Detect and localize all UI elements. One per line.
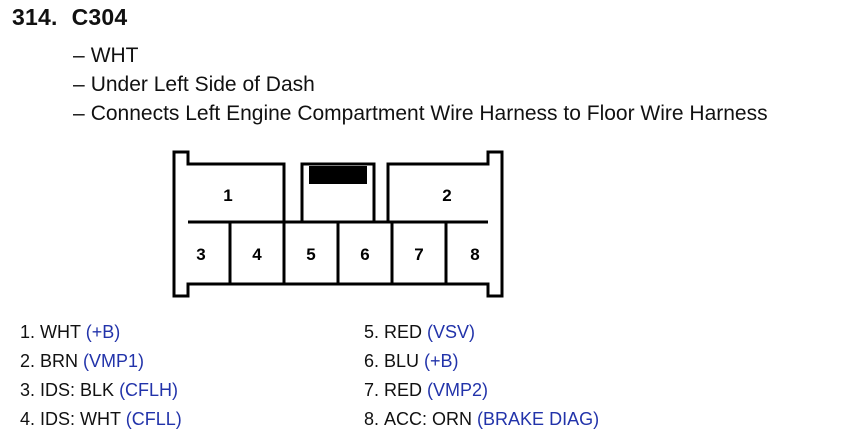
pin-number: 1. — [20, 322, 36, 342]
pin-wire: IDS: BLK — [40, 380, 115, 400]
pin-number: 6. — [364, 351, 380, 371]
pin-number: 2. — [20, 351, 36, 371]
connector-number: 314. — [12, 4, 58, 30]
cavity-label-2: 2 — [442, 186, 451, 205]
detail-connects: –Connects Left Engine Compartment Wire H… — [73, 99, 768, 128]
pin-function: (CFLL) — [125, 409, 182, 429]
dash: – — [73, 44, 85, 67]
pin-item: 1.WHT (+B) — [20, 318, 182, 347]
connector-diagram: 1 2 3 4 5 6 7 8 — [172, 150, 504, 298]
pin-wire: IDS: WHT — [40, 409, 121, 429]
cavity-label-5: 5 — [306, 245, 315, 264]
pin-function: (VMP1) — [83, 351, 145, 371]
pin-wire: BRN — [40, 351, 79, 371]
pin-item: 3.IDS: BLK (CFLH) — [20, 376, 182, 405]
connector-heading: 314. C304 — [12, 4, 127, 31]
cavity-label-7: 7 — [414, 245, 423, 264]
pin-function: (BRAKE DIAG) — [477, 409, 600, 429]
pin-item: 7.RED (VMP2) — [364, 376, 599, 405]
pin-item: 4.IDS: WHT (CFLL) — [20, 405, 182, 434]
pin-wire: BLU — [384, 351, 420, 371]
pin-item: 6.BLU (+B) — [364, 347, 599, 376]
connector-outline — [172, 150, 504, 298]
cavity-label-8: 8 — [470, 245, 479, 264]
detail-text: WHT — [90, 44, 139, 67]
locking-key — [309, 166, 367, 184]
pin-wire: RED — [384, 380, 423, 400]
pin-number: 3. — [20, 380, 36, 400]
detail-text: Connects Left Engine Compartment Wire Ha… — [90, 102, 768, 125]
pin-function: (+B) — [85, 322, 121, 342]
pin-wire: WHT — [40, 322, 81, 342]
dash: – — [73, 102, 85, 125]
cavity-label-4: 4 — [252, 245, 262, 264]
detail-text: Under Left Side of Dash — [90, 73, 315, 96]
pin-function: (+B) — [424, 351, 459, 371]
pin-number: 5. — [364, 322, 380, 342]
detail-color: –WHT — [73, 41, 768, 70]
pin-wire: RED — [384, 322, 423, 342]
pin-item: 8.ACC: ORN (BRAKE DIAG) — [364, 405, 599, 434]
dash: – — [73, 73, 85, 96]
pin-number: 4. — [20, 409, 36, 429]
pin-item: 2.BRN (VMP1) — [20, 347, 182, 376]
pin-function: (VSV) — [427, 322, 476, 342]
pin-item: 5.RED (VSV) — [364, 318, 599, 347]
pin-number: 7. — [364, 380, 380, 400]
pin-number: 8. — [364, 409, 380, 429]
pin-function: (CFLH) — [119, 380, 179, 400]
cavity-label-1: 1 — [223, 186, 232, 205]
pin-list-right: 5.RED (VSV) 6.BLU (+B) 7.RED (VMP2) 8.AC… — [364, 318, 599, 434]
pin-function: (VMP2) — [427, 380, 489, 400]
detail-location: –Under Left Side of Dash — [73, 70, 768, 99]
connector-id: C304 — [71, 4, 128, 30]
pin-list-left: 1.WHT (+B) 2.BRN (VMP1) 3.IDS: BLK (CFLH… — [20, 318, 182, 434]
cavity-label-3: 3 — [196, 245, 205, 264]
cavity-label-6: 6 — [360, 245, 369, 264]
connector-details: –WHT –Under Left Side of Dash –Connects … — [73, 41, 768, 128]
pin-wire: ACC: ORN — [384, 409, 473, 429]
